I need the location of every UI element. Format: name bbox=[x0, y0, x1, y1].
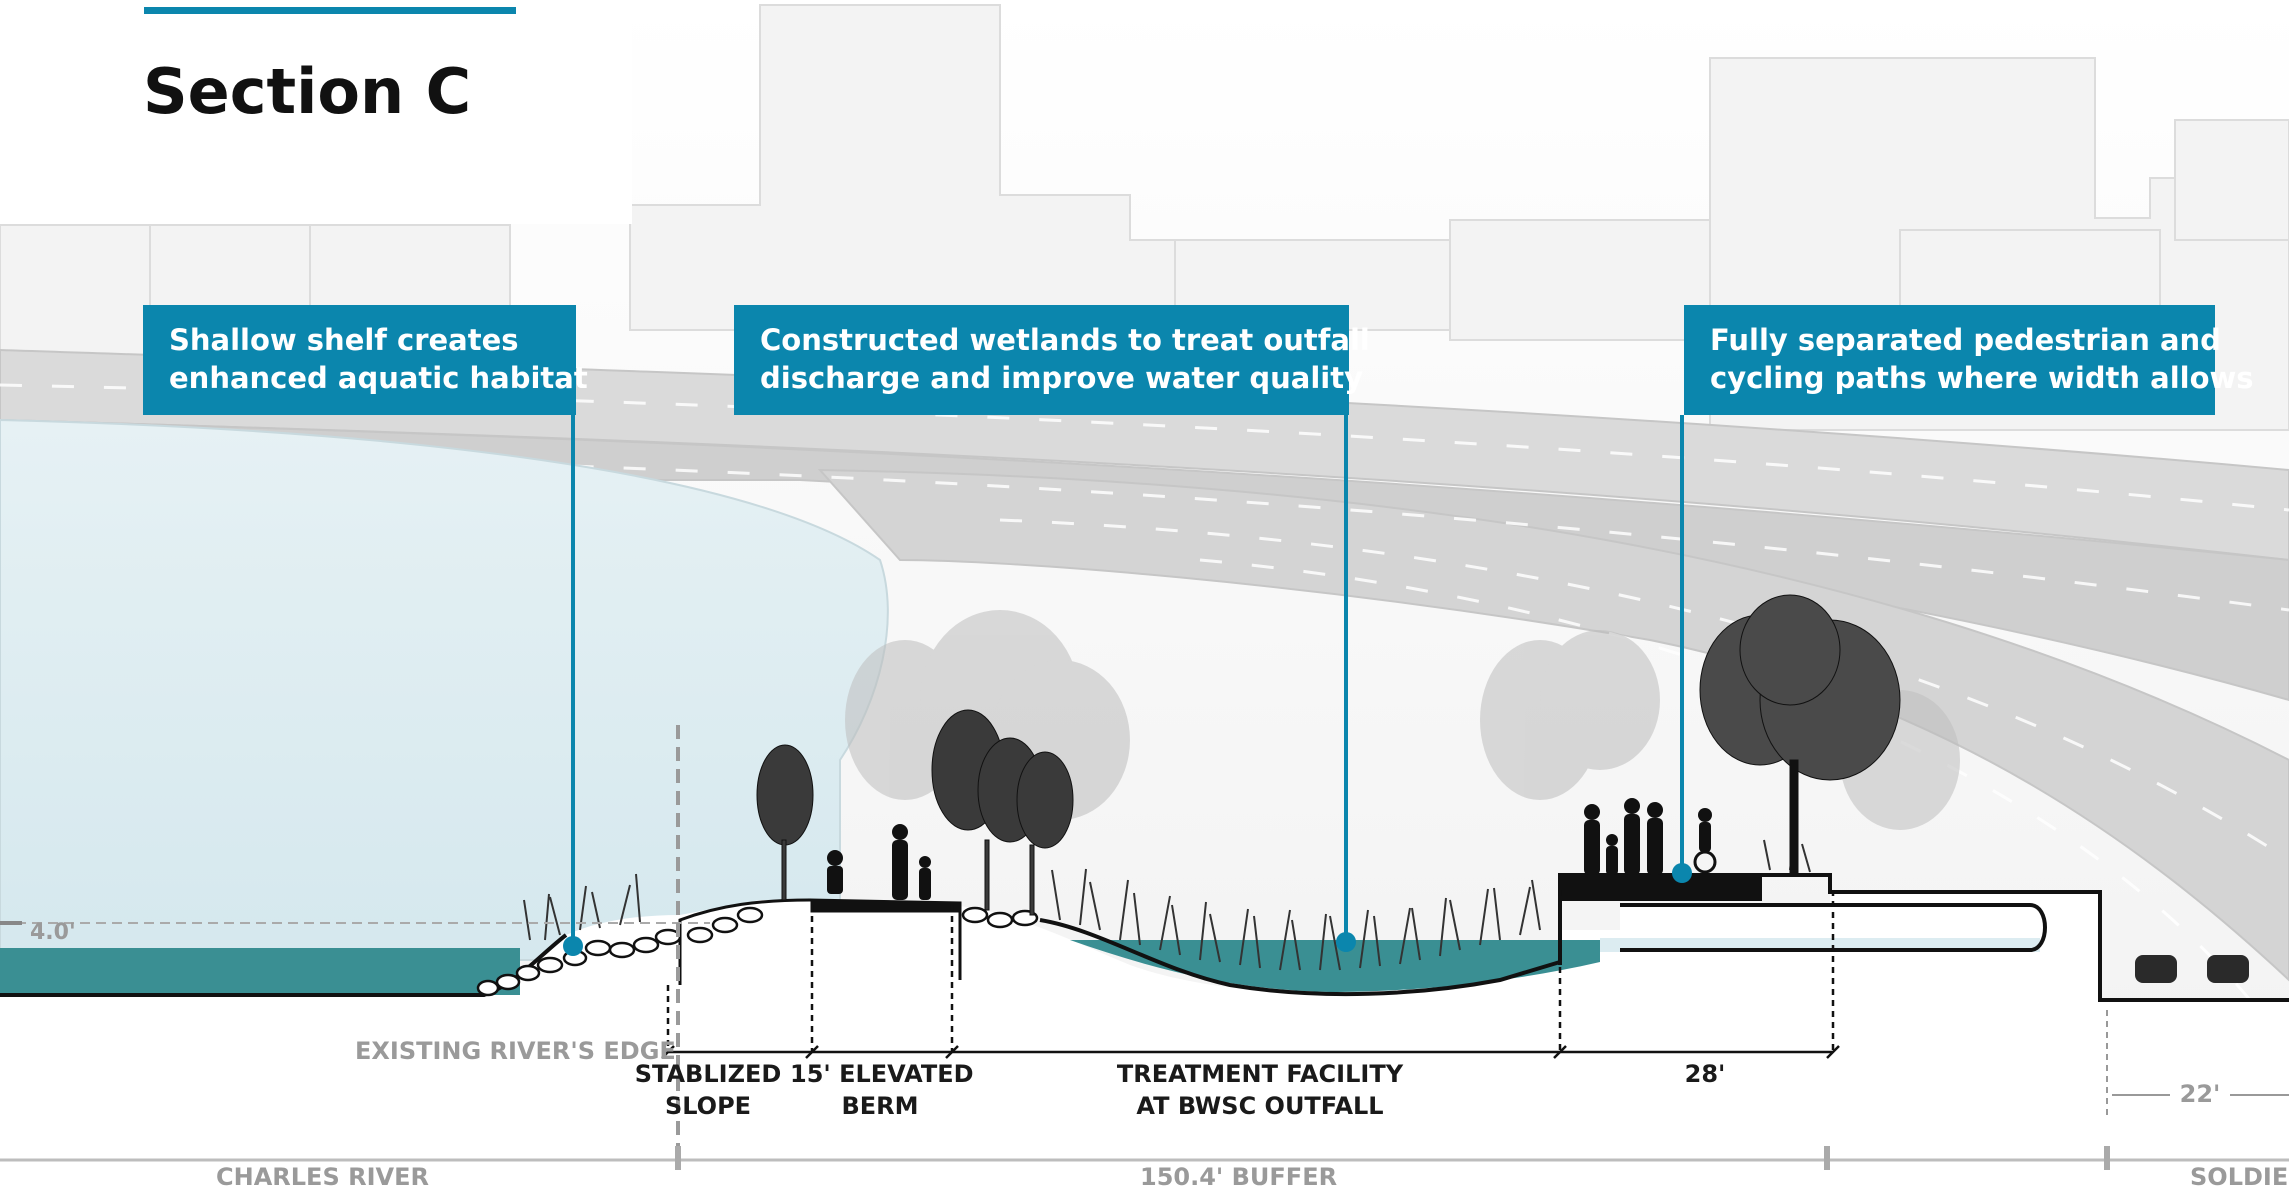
path-deck bbox=[1558, 873, 2289, 1002]
callout-dot bbox=[563, 936, 583, 956]
dimension-lines bbox=[661, 890, 1840, 1059]
tunnel-cars bbox=[2135, 955, 2249, 983]
label-line: TREATMENT FACILITY bbox=[1116, 1060, 1404, 1088]
wetland-grasses bbox=[523, 835, 1811, 971]
wetland-ground-line bbox=[1039, 918, 1561, 997]
callout-dot bbox=[1336, 932, 1356, 952]
callout-line: discharge and improve water quality bbox=[760, 361, 1363, 395]
callout-line: cycling paths where width allows bbox=[1710, 361, 2254, 395]
baseline-ticks bbox=[675, 1146, 2110, 1170]
callout-line: Constructed wetlands to treat outfall bbox=[760, 323, 1370, 357]
callout-separated-paths: Fully separated pedestrian and cycling p… bbox=[1684, 305, 2254, 415]
title-accent-bar bbox=[144, 7, 516, 14]
callout-shallow-shelf: Shallow shelf creates enhanced aquatic h… bbox=[143, 305, 588, 415]
callout-constructed-wetlands: Constructed wetlands to treat outfall di… bbox=[734, 305, 1370, 415]
callout-line: Shallow shelf creates bbox=[169, 323, 519, 357]
callout-leaders bbox=[571, 415, 1684, 946]
title-panel bbox=[0, 0, 632, 224]
label-line: BERM bbox=[841, 1092, 919, 1120]
river-water-band bbox=[0, 948, 520, 995]
callout-line: Fully separated pedestrian and bbox=[1710, 323, 2221, 357]
path-width-label: 28' bbox=[1684, 1060, 1726, 1088]
soldiers-field-label: SOLDIER bbox=[2190, 1163, 2289, 1191]
callout-dot bbox=[1672, 863, 1692, 883]
berm-label: 15' ELEVATED BERM bbox=[790, 1058, 974, 1122]
page-title: Section C bbox=[143, 55, 472, 128]
foreground-trees bbox=[756, 709, 1074, 916]
stabilized-slope-label: STABLIZED SLOPE bbox=[628, 1058, 788, 1122]
water-level-label: 4.0' bbox=[30, 920, 76, 945]
treatment-facility-label: TREATMENT FACILITY AT BWSC OUTFALL bbox=[1100, 1058, 1420, 1122]
road-dimension bbox=[2106, 1010, 2289, 1120]
label-line: 15' ELEVATED bbox=[790, 1060, 974, 1088]
charles-river-label: CHARLES RIVER bbox=[216, 1163, 429, 1191]
ground-section bbox=[0, 892, 2289, 1196]
people bbox=[827, 798, 1717, 900]
callout-dots bbox=[563, 863, 1692, 956]
road-width-label: 22' bbox=[2179, 1080, 2221, 1108]
label-line: AT BWSC OUTFALL bbox=[1136, 1092, 1384, 1120]
wetland-water bbox=[1070, 940, 1600, 992]
existing-edge-label: EXISTING RIVER'S EDGE bbox=[355, 1037, 676, 1065]
label-line: STABLIZED bbox=[634, 1060, 782, 1088]
callout-line: enhanced aquatic habitat bbox=[169, 361, 588, 395]
label-line: SLOPE bbox=[664, 1092, 752, 1120]
riprap-stones bbox=[476, 906, 1039, 997]
large-tree bbox=[1699, 594, 1901, 876]
buffer-label: 150.4' BUFFER bbox=[1140, 1163, 1338, 1191]
